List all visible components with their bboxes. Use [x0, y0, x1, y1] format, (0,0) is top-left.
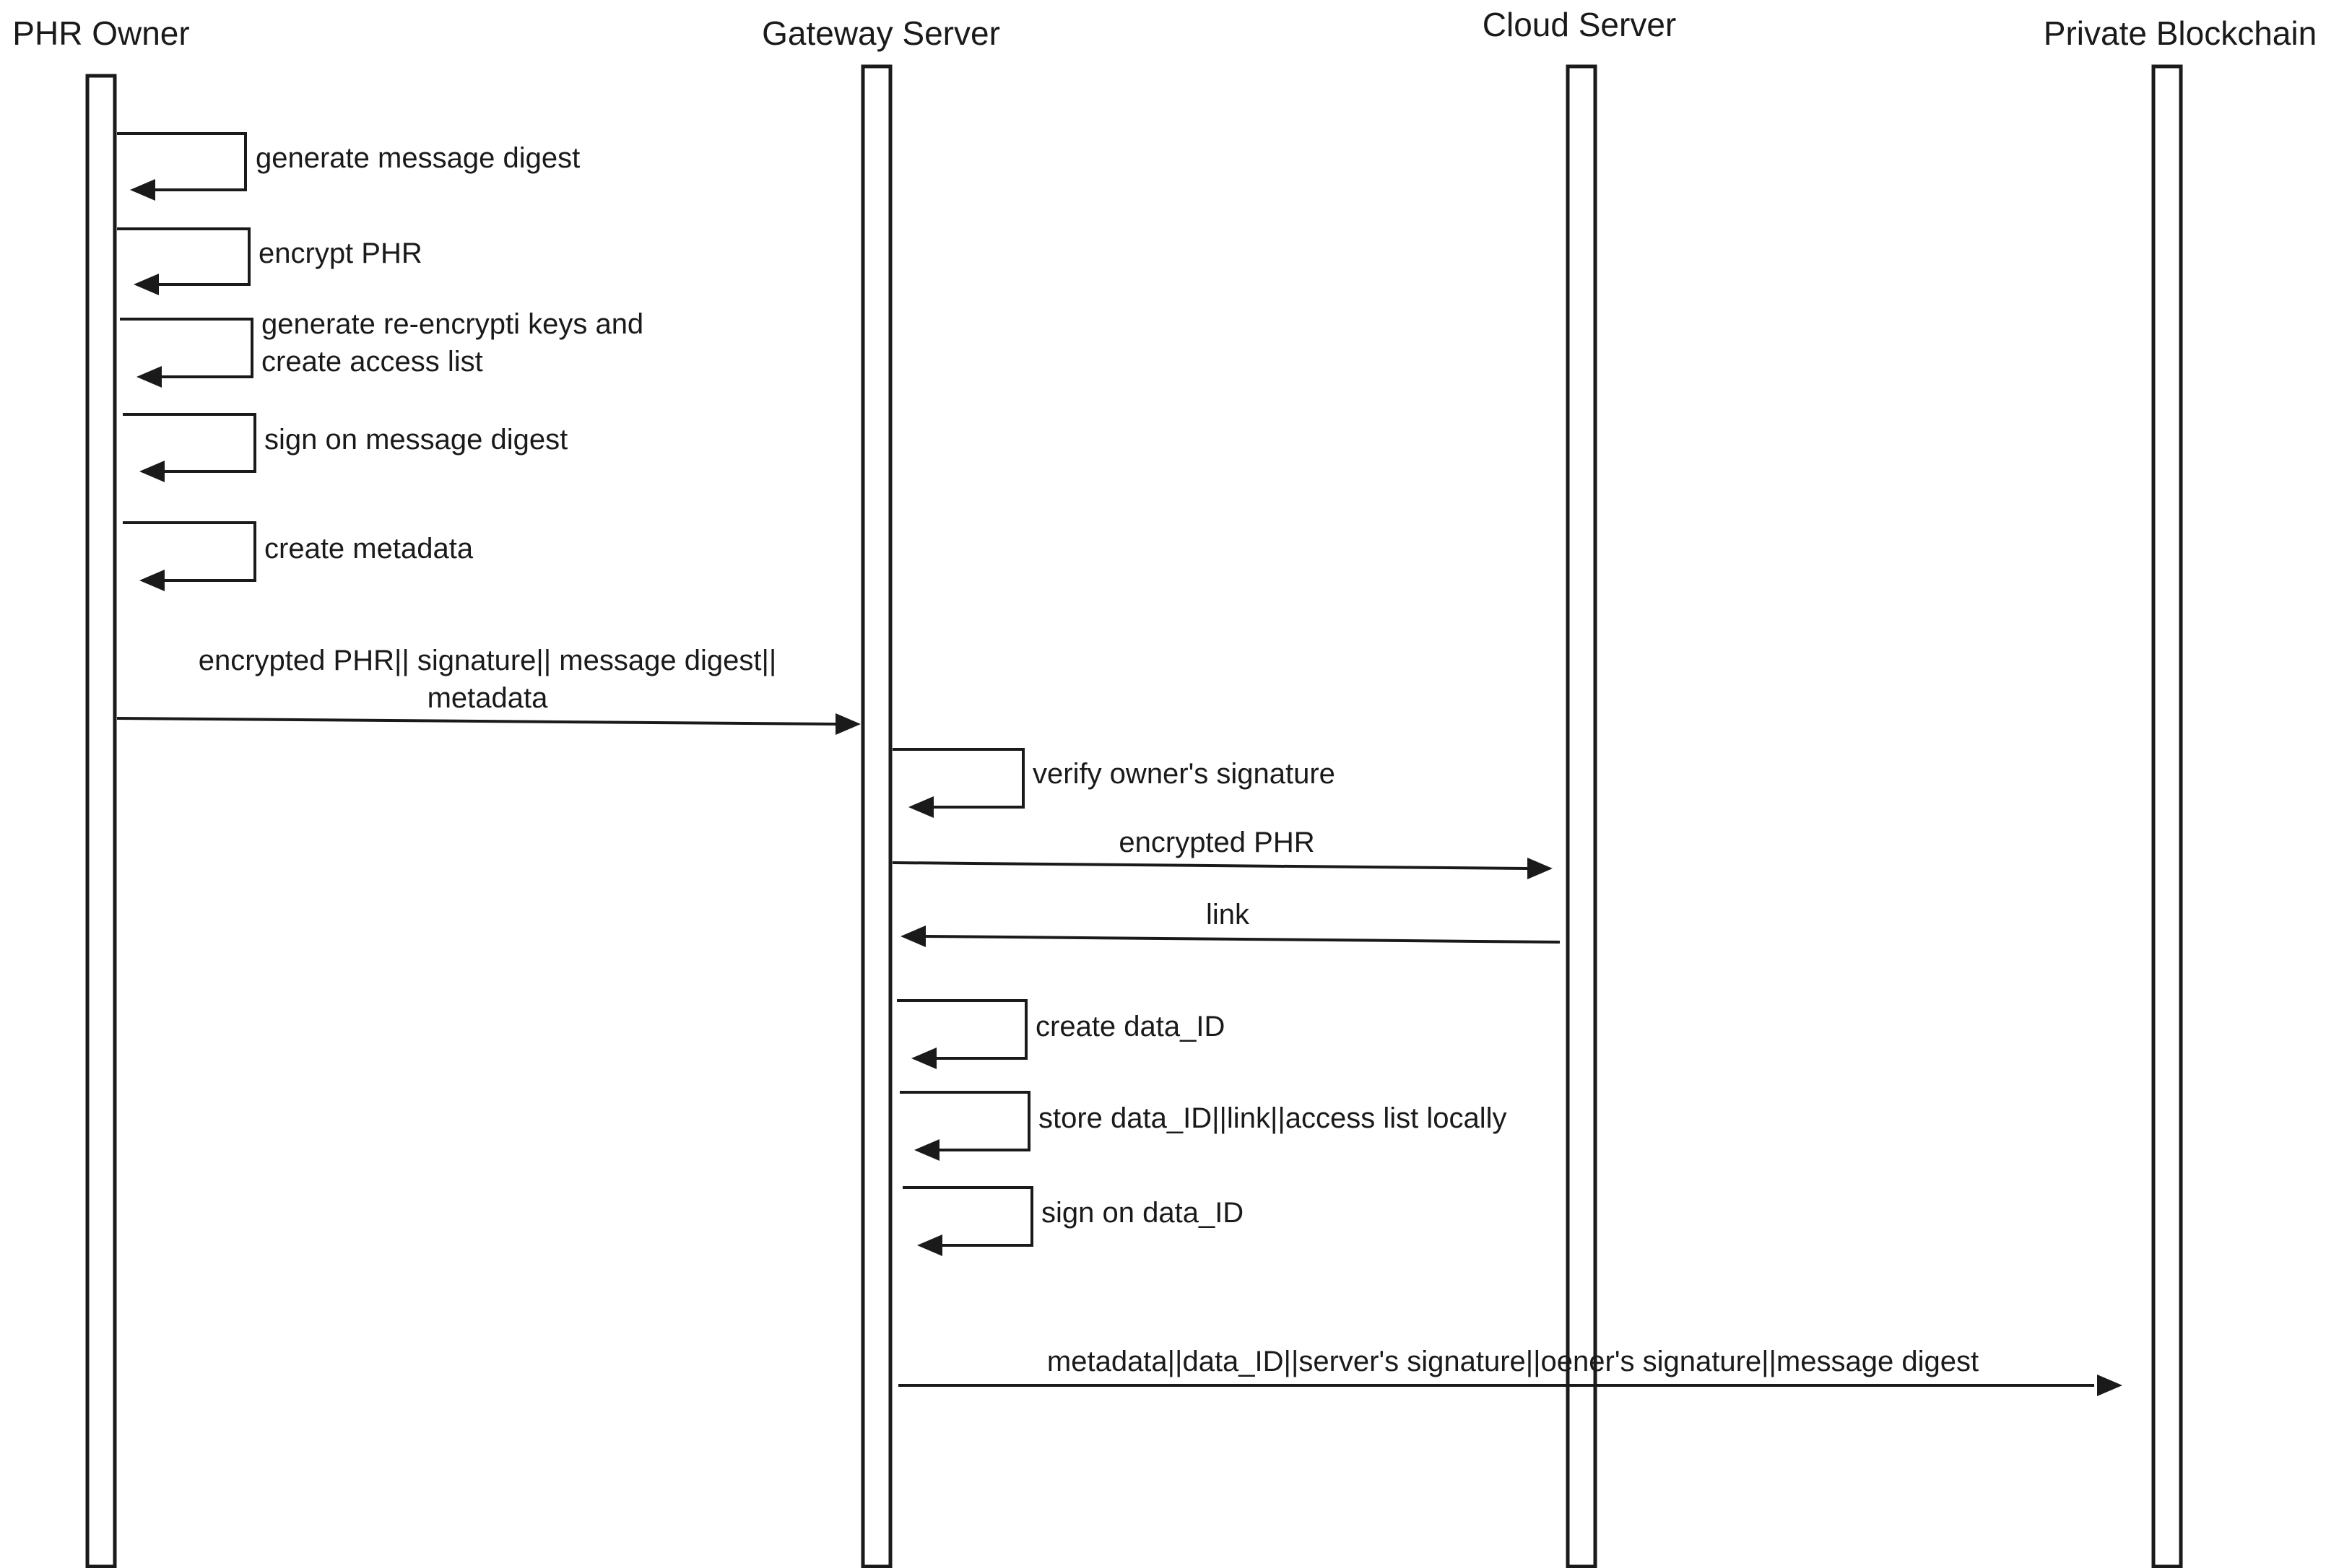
self-message-encrypt-phr: encrypt PHR [117, 227, 422, 295]
label-sign-digest: sign on message digest [264, 424, 568, 456]
participant-private-blockchain: Private Blockchain [2044, 14, 2317, 52]
label-cloud-to-gateway: link [1206, 899, 1250, 931]
message-cloud-to-gateway: link [901, 899, 1561, 947]
label-store-locally: store data_ID||link||access list locally [1038, 1102, 1506, 1134]
message-owner-to-gateway: encrypted PHR|| signature|| message dige… [116, 645, 861, 735]
message-gateway-to-cloud: encrypted PHR [892, 827, 1553, 879]
self-message-generate-digest: generate message digest [117, 132, 580, 201]
self-message-generate-keys: generate re-encrypti keys and create acc… [120, 308, 643, 388]
label-create-data-id: create data_ID [1036, 1011, 1225, 1042]
self-message-sign-digest: sign on message digest [123, 413, 568, 482]
participant-gateway-server: Gateway Server [762, 14, 1000, 52]
participant-cloud-server: Cloud Server [1483, 6, 1676, 43]
self-message-create-data-id: create data_ID [897, 999, 1225, 1069]
participant-phr-owner: PHR Owner [12, 14, 189, 52]
label-sign-data-id: sign on data_ID [1041, 1197, 1244, 1229]
self-message-sign-data-id: sign on data_ID [903, 1186, 1244, 1256]
label-gateway-to-cloud: encrypted PHR [1119, 827, 1314, 858]
label-gateway-to-blockchain: metadata||data_ID||server's signature||o… [1047, 1346, 1979, 1377]
lifeline-cloud-server [1566, 64, 1597, 1568]
label-owner-to-gateway-line1: encrypted PHR|| signature|| message dige… [199, 645, 777, 676]
self-message-store-locally: store data_ID||link||access list locally [900, 1091, 1506, 1161]
lifeline-phr-owner [85, 74, 117, 1568]
label-owner-to-gateway-line2: metadata [428, 682, 549, 714]
self-message-create-metadata: create metadata [123, 521, 474, 591]
self-message-verify-signature: verify owner's signature [893, 748, 1335, 818]
label-encrypt-phr: encrypt PHR [259, 238, 422, 269]
label-generate-keys-line1: generate re-encrypti keys and [261, 308, 643, 340]
lifeline-gateway-server [861, 64, 893, 1568]
lifeline-private-blockchain [2151, 64, 2183, 1568]
label-generate-digest: generate message digest [256, 142, 580, 174]
message-gateway-to-blockchain: metadata||data_ID||server's signature||o… [898, 1346, 2122, 1396]
label-verify-signature: verify owner's signature [1033, 758, 1335, 790]
label-generate-keys-line2: create access list [261, 346, 483, 378]
label-create-metadata: create metadata [264, 533, 474, 565]
